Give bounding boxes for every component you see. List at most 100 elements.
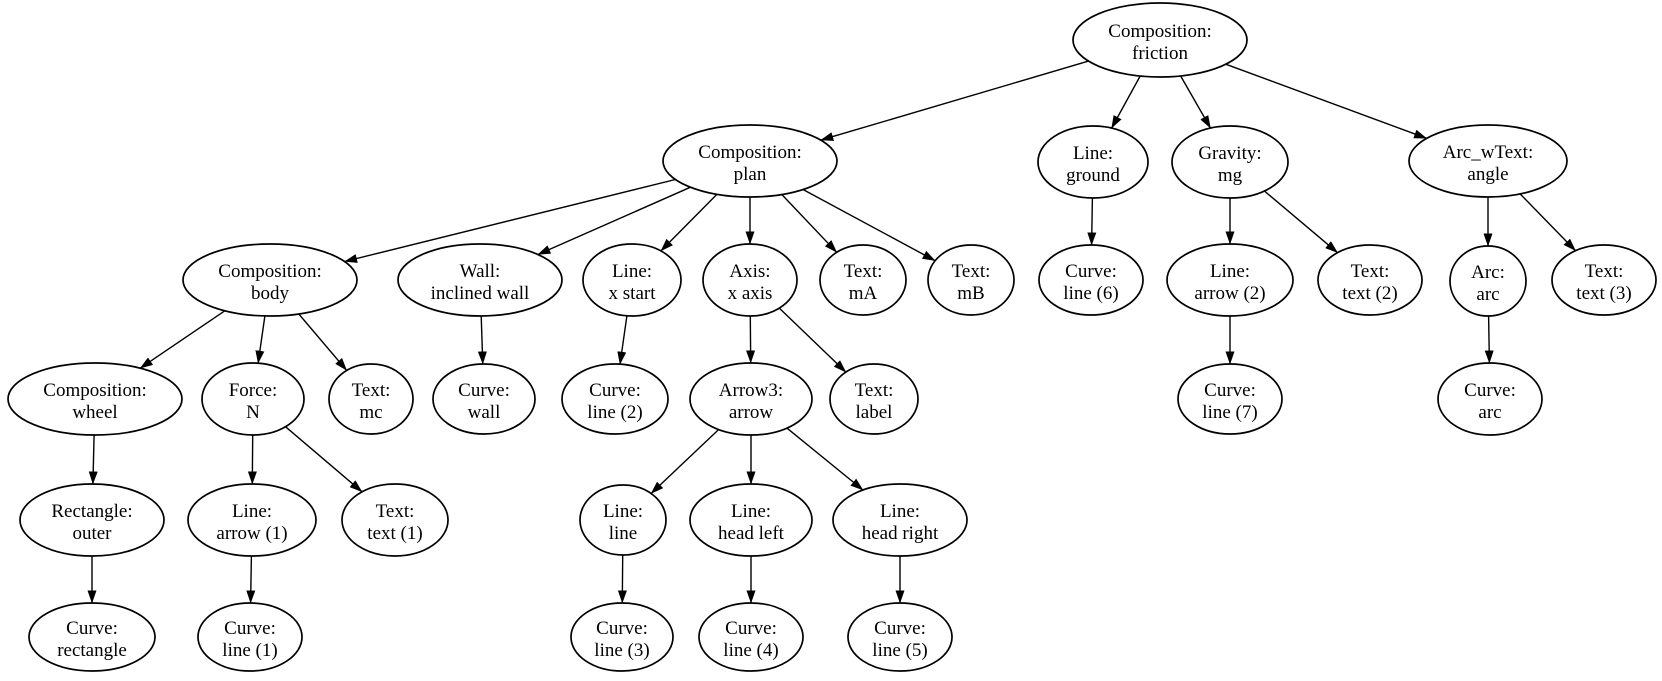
- node-line-arrow-2: Line:arrow (2): [1166, 243, 1294, 317]
- node-label-line1: Line:: [1210, 261, 1250, 282]
- edge-composition-plan-to-text-mb: [802, 188, 936, 262]
- node-layer: Composition:frictionComposition:planLine…: [7, 2, 1657, 672]
- node-label-line1: Curve:: [66, 618, 118, 639]
- node-label-line2: plan: [734, 164, 767, 185]
- node-text-text-2: Text:text (2): [1317, 244, 1423, 316]
- node-label-line2: line (3): [594, 640, 649, 661]
- node-label-line1: Composition:: [43, 380, 146, 401]
- node-curve-line-1: Curve:line (1): [197, 602, 303, 672]
- edge-composition-body-to-text-mc: [298, 313, 348, 371]
- edge-axis-x-axis-to-text-label: [778, 307, 847, 373]
- node-label-line2: head left: [718, 523, 785, 544]
- node-ellipse: [561, 363, 669, 435]
- node-composition-body: Composition:body: [182, 243, 358, 317]
- edge-composition-body-to-force-n: [255, 315, 266, 364]
- node-ellipse: [7, 362, 183, 436]
- node-ellipse: [582, 243, 682, 317]
- node-label-line1: Composition:: [698, 142, 801, 163]
- edge-composition-plan-to-text-ma: [781, 194, 838, 253]
- node-text-text-3: Text:text (3): [1551, 244, 1657, 316]
- node-ellipse: [182, 243, 358, 317]
- node-label-line2: arrow (1): [216, 523, 287, 544]
- edge-gravity-mg-to-text-text-2: [1263, 190, 1339, 254]
- node-label-line1: Arc_wText:: [1443, 142, 1533, 163]
- node-label-line1: Curve:: [725, 618, 777, 639]
- node-curve-line-5: Curve:line (5): [847, 602, 953, 672]
- node-curve-arc: Curve:arc: [1437, 362, 1543, 436]
- node-ellipse: [187, 483, 317, 557]
- node-label-line1: Line:: [731, 501, 771, 522]
- node-label-line2: line (5): [872, 640, 927, 661]
- edge-composition-plan-to-composition-body: [344, 178, 676, 263]
- edge-composition-body-to-composition-wheel: [139, 310, 226, 369]
- node-ellipse: [847, 602, 953, 672]
- node-label-line1: Rectangle:: [51, 501, 132, 522]
- node-label-line2: x start: [609, 283, 657, 304]
- edge-line-ground-to-curve-line-6: [1087, 197, 1097, 246]
- node-curve-rectangle: Curve:rectangle: [28, 602, 156, 672]
- edge-layer: [87, 60, 1577, 604]
- node-ellipse: [829, 363, 919, 435]
- node-label-line2: inclined wall: [431, 283, 530, 304]
- node-gravity-mg: Gravity:mg: [1171, 125, 1289, 199]
- node-label-line1: Text:: [376, 501, 415, 522]
- node-ellipse: [1449, 245, 1527, 317]
- node-label-line2: mc: [359, 402, 382, 423]
- node-ellipse: [432, 363, 536, 435]
- node-label-line2: line (6): [1063, 283, 1118, 304]
- node-ellipse: [197, 602, 303, 672]
- edge-wall-inclined-wall-to-curve-wall: [477, 315, 487, 365]
- node-arrow3-arrow: Arrow3:arrow: [689, 362, 813, 436]
- node-label-line1: Curve:: [1065, 261, 1117, 282]
- node-label-line1: Line:: [603, 501, 643, 522]
- node-text-label: Text:label: [829, 363, 919, 435]
- node-label-line2: line: [609, 523, 638, 544]
- node-line-x-start: Line:x start: [582, 243, 682, 317]
- node-ellipse: [689, 362, 813, 436]
- node-label-line2: outer: [72, 523, 112, 544]
- node-label-line1: Text:: [1585, 261, 1624, 282]
- node-label-line1: Composition:: [1108, 21, 1211, 42]
- node-ellipse: [832, 483, 968, 557]
- node-composition-friction: Composition:friction: [1072, 2, 1248, 78]
- node-curve-line-2: Curve:line (2): [561, 363, 669, 435]
- node-line-line: Line:line: [579, 484, 667, 556]
- node-force-n: Force:N: [201, 362, 305, 436]
- edge-composition-friction-to-gravity-mg: [1179, 75, 1212, 129]
- node-label-line1: Line:: [232, 501, 272, 522]
- node-label-line2: wheel: [72, 402, 117, 423]
- node-label-line2: rectangle: [57, 640, 127, 661]
- node-ellipse: [341, 483, 449, 557]
- node-ellipse: [1551, 244, 1657, 316]
- node-curve-line-3: Curve:line (3): [570, 602, 674, 672]
- node-label-line1: Text:: [844, 261, 883, 282]
- node-ellipse: [1171, 125, 1289, 199]
- node-label-line2: arc: [1476, 284, 1499, 305]
- node-label-line1: Curve:: [458, 380, 510, 401]
- edge-arc-arc-to-curve-arc: [1484, 315, 1494, 364]
- edge-line-arrow-1-to-curve-line-1: [246, 555, 256, 604]
- node-label-line1: Curve:: [1464, 380, 1516, 401]
- node-label-line1: Curve:: [874, 618, 926, 639]
- node-label-line2: text (2): [1342, 283, 1397, 304]
- node-line-head-right: Line:head right: [832, 483, 968, 557]
- node-ellipse: [1177, 363, 1283, 435]
- node-label-line2: text (1): [367, 523, 422, 544]
- node-curve-wall: Curve:wall: [432, 363, 536, 435]
- node-ellipse: [201, 362, 305, 436]
- node-label-line2: wall: [468, 402, 501, 423]
- node-wall-inclined-wall: Wall:inclined wall: [397, 243, 563, 317]
- node-ellipse: [570, 602, 674, 672]
- edge-composition-plan-to-line-x-start: [660, 193, 718, 252]
- node-label-line2: line (2): [587, 402, 642, 423]
- node-label-line2: arc: [1478, 402, 1501, 423]
- node-label-line2: line (7): [1202, 402, 1257, 423]
- node-label-line2: angle: [1467, 164, 1508, 185]
- edge-arrow3-arrow-to-line-line: [650, 428, 720, 495]
- node-label-line1: Axis:: [729, 261, 770, 282]
- node-curve-line-4: Curve:line (4): [698, 602, 804, 672]
- node-label-line2: N: [246, 402, 260, 423]
- node-label-line1: Force:: [229, 380, 278, 401]
- node-label-line2: mg: [1218, 165, 1243, 186]
